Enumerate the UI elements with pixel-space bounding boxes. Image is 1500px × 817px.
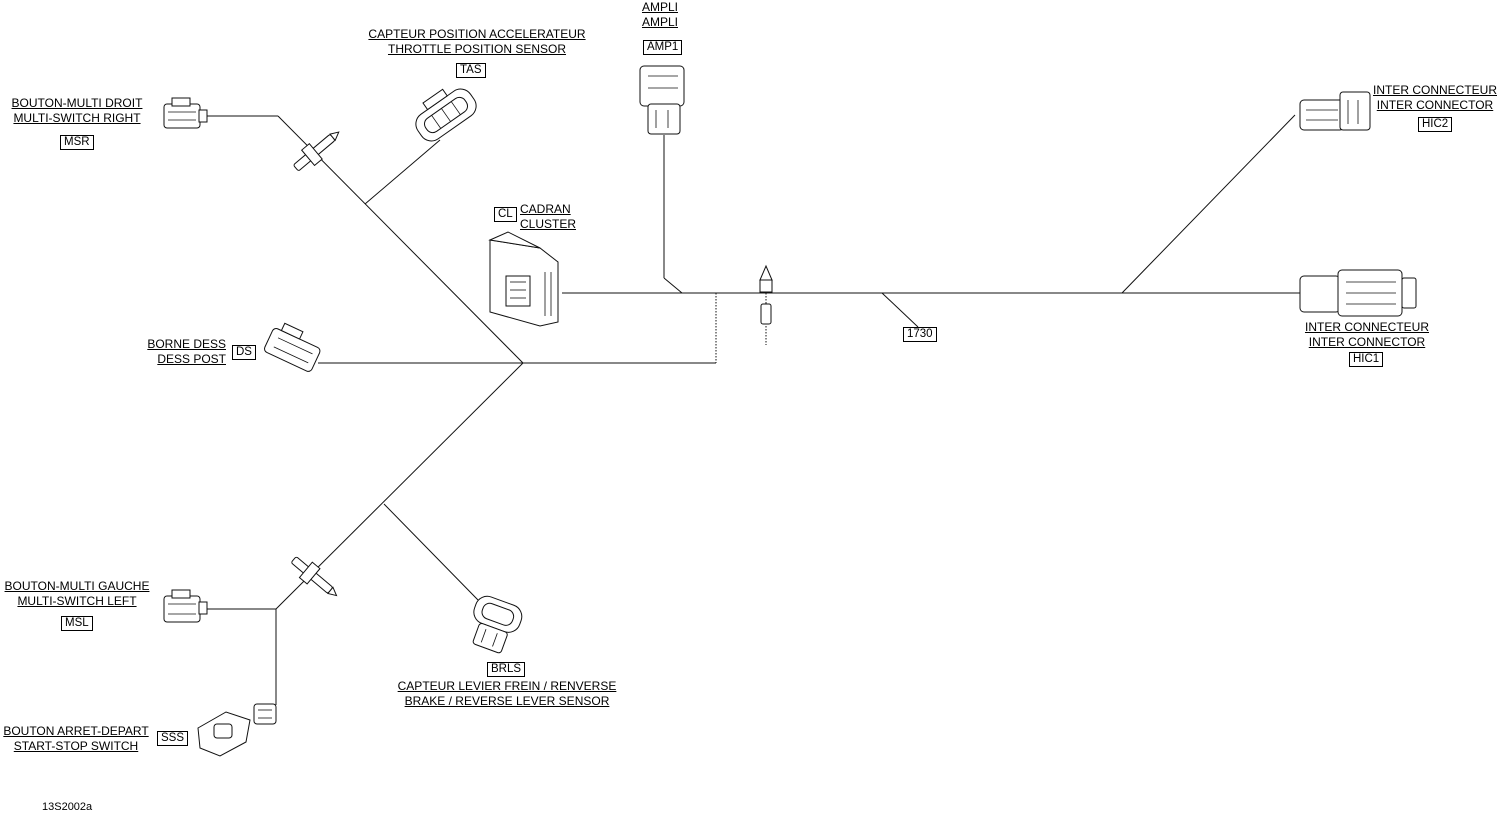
msr-label-en: MULTI-SWITCH RIGHT [13,111,141,125]
msl-label-fr: BOUTON-MULTI GAUCHE [4,579,150,593]
cluster-label-fr: CADRAN [520,202,571,216]
ds-connector-icon [263,322,321,372]
tas-label: CAPTEUR POSITION ACCELERATEUR THROTTLE P… [357,27,597,57]
brls-label: CAPTEUR LEVIER FREIN / RENVERSE BRAKE / … [386,679,628,709]
brls-branch-wire [383,503,479,601]
hic2-branch-wire [1121,114,1296,294]
hic1-code: HIC1 [1349,352,1384,367]
ds-label-fr: BORNE DESS [147,337,226,351]
msl-label-en: MULTI-SWITCH LEFT [17,594,137,608]
sss-switch-icon [197,703,277,757]
hic1-connector-icon [1299,269,1417,317]
amp-branch-wire-angle [663,277,683,294]
hic2-connector-icon [1299,91,1371,131]
amp-code: AMP1 [643,40,683,55]
hic1-label-en: INTER CONNECTOR [1308,335,1426,349]
hic2-label: INTER CONNECTEUR INTER CONNECTOR [1368,83,1500,113]
amp-label-fr: AMPLI [641,0,678,14]
ds-code: DS [232,345,256,360]
hic1-label-fr: INTER CONNECTEUR [1304,320,1429,334]
cluster-label: CADRAN CLUSTER [520,202,576,232]
cluster-code: CL [494,207,517,222]
tas-label-fr: CAPTEUR POSITION ACCELERATEUR [368,27,586,41]
clip-upper-icon [293,131,340,171]
sss-label: BOUTON ARRET-DEPART START-STOP SWITCH [0,724,152,754]
brls-label-en: BRAKE / REVERSE LEVER SENSOR [404,694,610,708]
amp-label: AMPLI AMPLI [630,0,690,30]
clip-lower-icon [291,556,338,597]
msr-label-fr: BOUTON-MULTI DROIT [11,96,143,110]
brls-connector-icon [472,595,523,654]
tas-branch-wire [364,139,441,205]
part-number-leader [881,292,919,328]
amp-connector-icon [639,65,685,135]
msr-connector-icon [163,97,208,129]
sss-label-fr: BOUTON ARRET-DEPART [3,724,149,738]
msl-connector-icon [163,589,208,623]
hic2-code: HIC2 [1418,117,1453,132]
tas-label-en: THROTTLE POSITION SENSOR [387,42,567,56]
cluster-module-icon [488,231,559,327]
figure-reference: 13S2002a [42,801,93,813]
ds-label: BORNE DESS DESS POST [130,337,226,367]
msr-label: BOUTON-MULTI DROIT MULTI-SWITCH RIGHT [8,96,146,126]
harness-part-number: 1730 [903,327,937,342]
brls-code: BRLS [487,662,526,677]
sss-code: SSS [157,731,189,746]
amp-label-en: AMPLI [641,15,678,29]
msl-code: MSL [61,616,93,631]
hic2-label-en: INTER CONNECTOR [1376,98,1494,112]
sss-label-en: START-STOP SWITCH [13,739,139,753]
hic1-label: INTER CONNECTEUR INTER CONNECTOR [1300,320,1434,350]
cluster-label-en: CLUSTER [520,217,577,231]
brls-label-fr: CAPTEUR LEVIER FREIN / RENVERSE [397,679,617,693]
ground-terminal-icon [759,264,773,325]
tas-connector-icon [415,88,477,142]
msl-label: BOUTON-MULTI GAUCHE MULTI-SWITCH LEFT [0,579,154,609]
hic2-label-fr: INTER CONNECTEUR [1372,83,1497,97]
msr-code: MSR [60,135,94,150]
ds-label-en: DESS POST [157,352,226,366]
tas-code: TAS [456,63,486,78]
